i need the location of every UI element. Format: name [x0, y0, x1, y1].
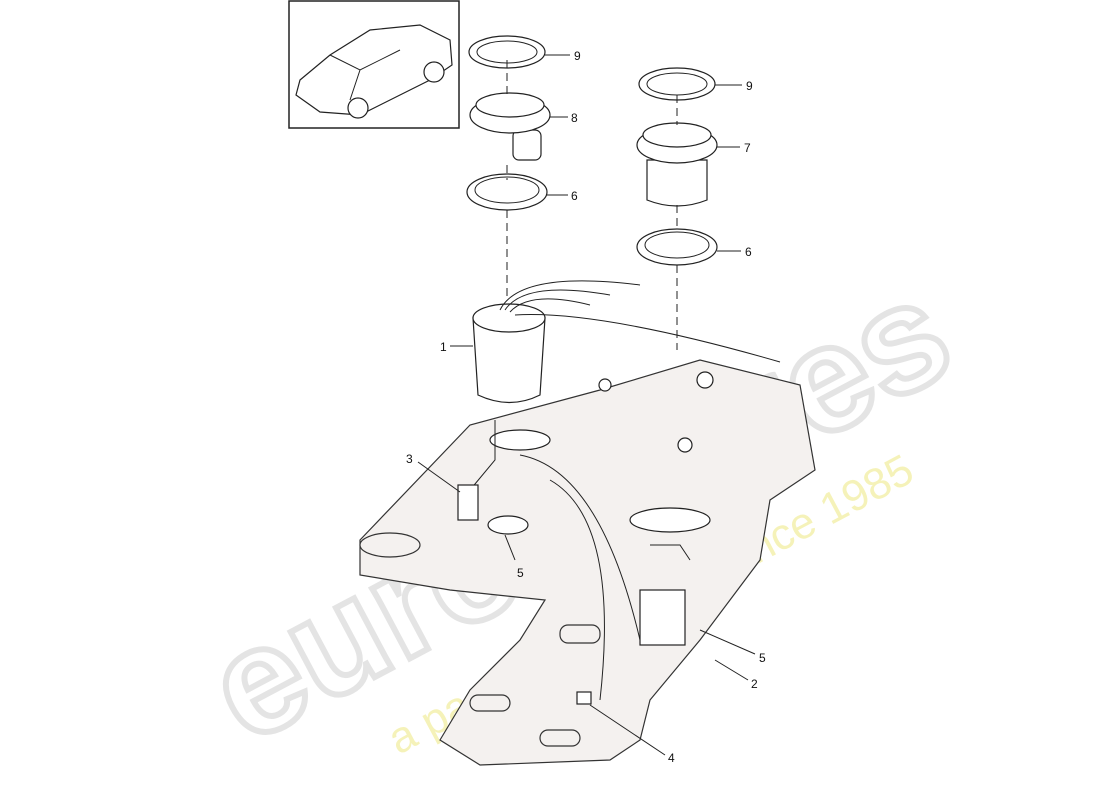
- callout-4: 4: [668, 751, 675, 765]
- callout-3: 3: [406, 452, 413, 466]
- callout-8: 8: [571, 111, 578, 125]
- callout-2: 2: [751, 677, 758, 691]
- fuel-pump-module-1: [472, 280, 781, 404]
- callout-5: 5: [517, 566, 524, 580]
- callout-5: 5: [759, 651, 766, 665]
- fuel-sender-7: [636, 122, 718, 207]
- callout-6: 6: [571, 189, 578, 203]
- seal-6b: [636, 228, 718, 266]
- callout-6: 6: [745, 245, 752, 259]
- fuel-tank: [359, 359, 816, 766]
- vehicle-thumbnail: [288, 0, 460, 129]
- level-sensor-2: [639, 589, 686, 646]
- car-suv-icon: [295, 24, 453, 119]
- callout-7: 7: [744, 141, 751, 155]
- callout-9: 9: [574, 49, 581, 63]
- level-sensor-3: [457, 484, 529, 535]
- callout-9: 9: [746, 79, 753, 93]
- connector-4: [576, 691, 592, 705]
- fuel-sender-8: [469, 92, 551, 161]
- callout-1: 1: [440, 340, 447, 354]
